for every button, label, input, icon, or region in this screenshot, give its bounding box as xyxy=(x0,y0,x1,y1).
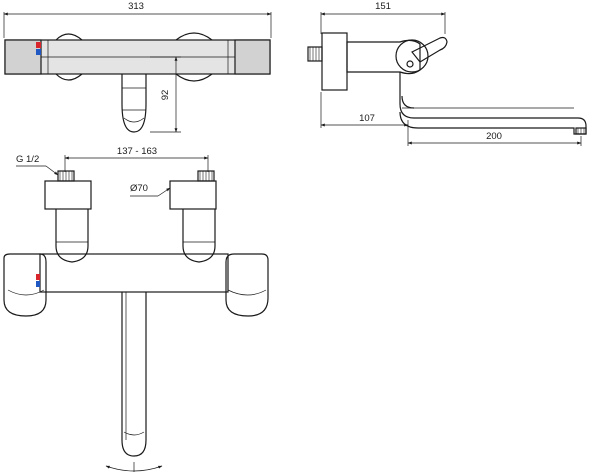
front-view: G 1/2 137 - 163 Ø70 xyxy=(3,146,269,472)
dim-handle-height: 92 xyxy=(160,90,171,101)
dim-inlet-spacing: 137 - 163 xyxy=(117,146,157,157)
top-view: 313 92 xyxy=(3,1,272,133)
dim-side-offset: 107 xyxy=(359,113,375,124)
dim-overall-width: 313 xyxy=(128,1,144,12)
label-escutcheon-diameter: Ø70 xyxy=(130,183,148,194)
label-inlet-thread: G 1/2 xyxy=(16,154,39,165)
cold-marker xyxy=(36,49,41,55)
dim-spout-reach: 200 xyxy=(486,131,502,142)
hot-marker xyxy=(36,42,41,48)
dim-side-depth: 151 xyxy=(375,1,391,12)
front-hot-marker xyxy=(36,274,40,280)
side-view: 151 107 200 xyxy=(307,1,587,146)
front-cold-marker xyxy=(36,281,40,287)
